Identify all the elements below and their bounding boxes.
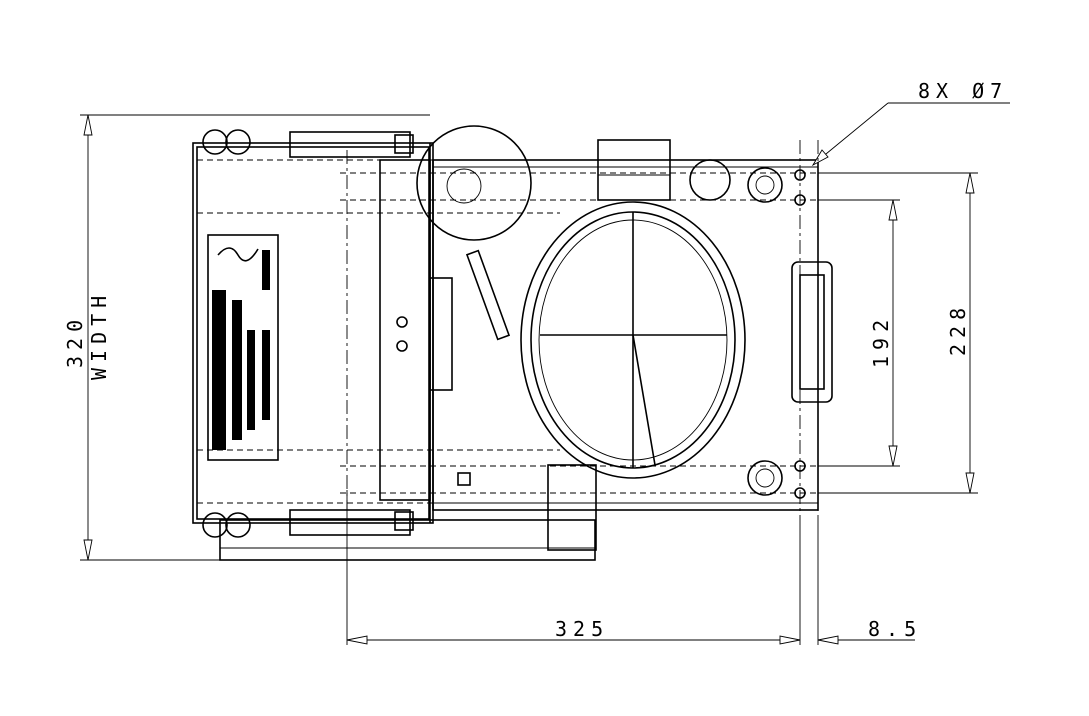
name-plate: [207, 234, 279, 461]
main-port: [520, 139, 746, 479]
horizontal-offset-value: 8.5: [868, 617, 922, 641]
dimension-228: 228: [818, 172, 978, 494]
right-fittings: [457, 167, 833, 551]
horizontal-main-value: 325: [555, 617, 609, 641]
dimension-width: 320 WIDTH: [63, 114, 430, 561]
clamp-plates: [289, 131, 453, 536]
dimension-horizontal: 325 8.5: [346, 490, 922, 645]
dimension-192: 192: [818, 199, 900, 467]
actuator-disk: [416, 125, 532, 341]
vertical-outer-value: 228: [946, 302, 970, 356]
width-value: 320: [63, 314, 87, 368]
vertical-inner-value: 192: [869, 314, 893, 368]
hole-callout-text: 8X Ø7: [918, 79, 1008, 103]
width-label: WIDTH: [87, 290, 111, 380]
hole-callout: 8X Ø7: [811, 79, 1010, 167]
centerlines: [346, 140, 819, 520]
